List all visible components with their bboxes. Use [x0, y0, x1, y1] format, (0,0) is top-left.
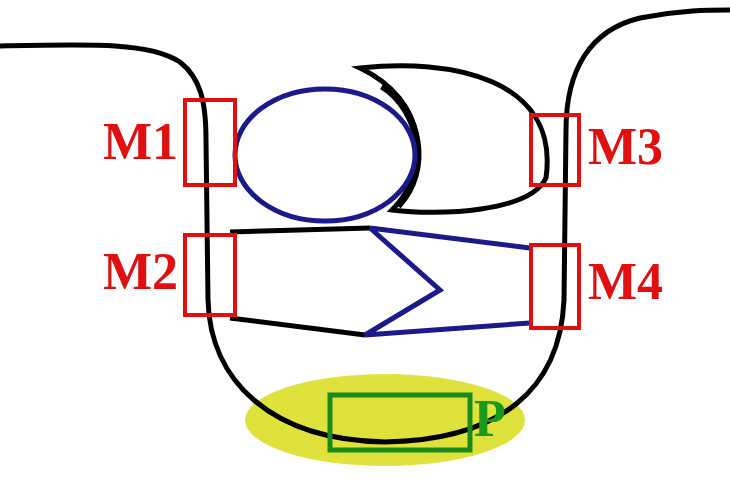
blue-circle: [235, 89, 415, 221]
region-box: [185, 100, 235, 185]
wedge-lines: [230, 228, 370, 335]
region-label: M1: [103, 116, 178, 168]
crescent-shape: [360, 66, 547, 213]
pocket-outline: [0, 10, 730, 442]
site-label: P: [474, 393, 506, 445]
blue-chevron: [365, 228, 530, 335]
region-label: M3: [588, 121, 663, 173]
region-label: M2: [103, 246, 178, 298]
site-box: [330, 395, 470, 450]
region-box: [185, 235, 235, 315]
region-box: [531, 115, 579, 185]
region-box: [531, 245, 579, 328]
region-label: M4: [588, 256, 663, 308]
